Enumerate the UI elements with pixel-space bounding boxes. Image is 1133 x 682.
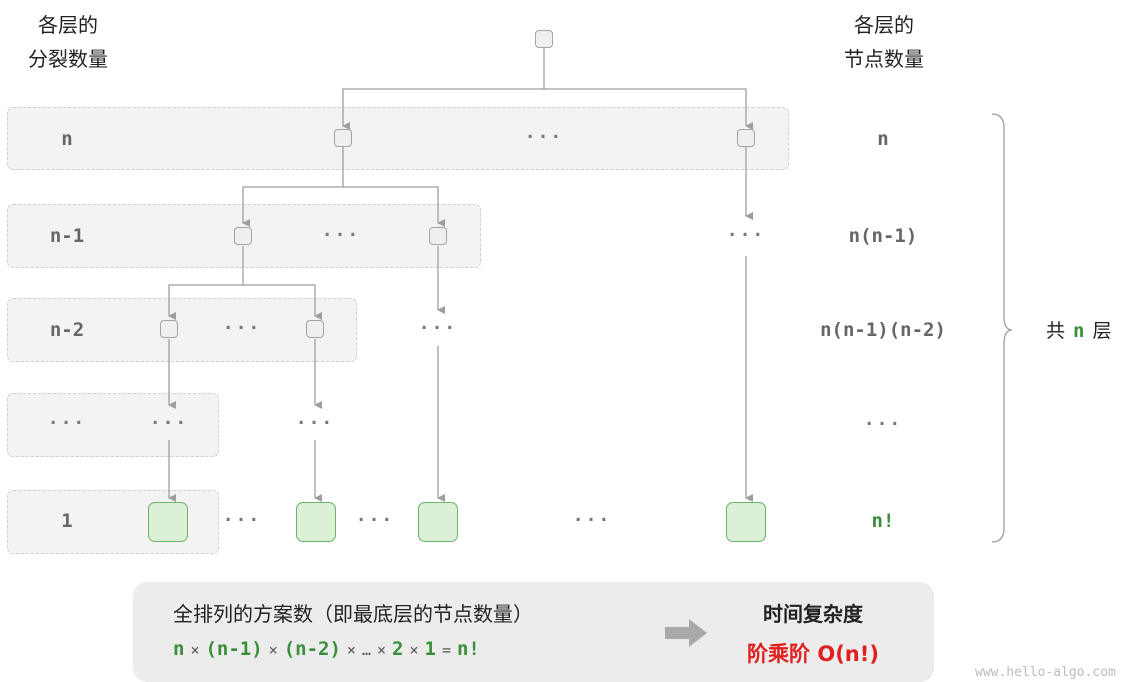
split-count-header-line2: 分裂数量 [28,47,108,71]
count-label-l5: n! [871,510,895,532]
formula-times-4: × [376,641,387,659]
ellipsis-l5-c: ··· [572,509,612,531]
split-label-l4: ··· [47,412,87,434]
node-l2-b [429,227,447,245]
formula-term-3: (n-2) [283,638,341,660]
formula-term-5: 2 [392,638,404,660]
formula-result: n! [456,638,480,660]
formula-term-2: (n-1) [205,638,263,660]
node-l1-b [737,129,755,147]
node-count-header-line2: 节点数量 [844,47,924,71]
level-band-4 [7,393,219,457]
summary-formula: n × (n-1) × (n-2) × … × 2 × 1 = n! [173,638,480,660]
time-complexity-title: 时间复杂度 [763,602,863,626]
ellipsis-l3-a: ··· [222,317,262,339]
ellipsis-l3-b: ··· [418,317,458,339]
edge-l1a-l2b [343,186,445,227]
node-l3-a [160,320,178,338]
leaf-node-4 [726,502,766,542]
level-band-3 [7,298,357,362]
time-complexity-value: 阶乘阶 O(n!) [747,642,879,666]
leaf-node-3 [418,502,458,542]
ellipsis-l2-b: ··· [726,224,766,246]
edge-l2a-l3b [243,284,322,320]
split-label-l5: 1 [61,510,73,532]
watermark: www.hello-algo.com [975,665,1116,680]
node-l3-b [306,320,324,338]
level-band-1 [7,107,789,170]
level-band-5 [7,490,219,554]
split-count-header-line1: 各层的 [38,13,98,37]
node-count-header-line1: 各层的 [854,13,914,37]
split-label-l3: n-2 [49,319,85,341]
total-levels-n: n [1073,320,1085,342]
edge-l2a-l3a [168,246,244,320]
ellipsis-l5-a: ··· [222,509,262,531]
ellipsis-l1: ··· [524,126,564,148]
ellipsis-l4-b: ··· [295,412,335,434]
edge-l1a-l2a [242,147,344,227]
edge-root-l1a [342,48,545,130]
count-label-l2: n(n-1) [848,225,918,247]
ellipsis-l5-b: ··· [355,509,395,531]
formula-times-3: × [346,641,356,659]
leaf-node-2 [296,502,336,542]
total-levels-post: 层 [1092,320,1112,342]
edge-root-l1b [544,88,753,130]
ellipsis-l2-a: ··· [321,224,361,246]
total-levels-pre: 共 [1046,320,1066,342]
right-brace [991,113,1013,543]
formula-times-2: × [268,641,278,659]
count-label-l3: n(n-1)(n-2) [820,319,946,341]
count-label-l4: ··· [863,413,903,435]
formula-term-4: … [361,641,371,659]
leaf-node-1 [148,502,188,542]
formula-times-5: × [409,641,419,659]
node-count-header: 各层的 节点数量 [834,8,934,76]
formula-equals: = [441,641,451,659]
node-l1-a [334,129,352,147]
formula-term-6: 1 [424,638,436,660]
summary-panel: 全排列的方案数（即最底层的节点数量） n×(n-1)×(n-2)×…×2×1=n… [133,582,934,682]
summary-title: 全排列的方案数（即最底层的节点数量） [173,602,533,626]
root-node [535,30,553,48]
count-label-l1: n [877,128,889,150]
right-arrow-icon [665,619,707,647]
formula-times-1: × [190,641,200,659]
split-label-l2: n-1 [49,225,85,247]
node-l2-a [234,227,252,245]
formula-term-1: n [173,638,185,660]
split-count-header: 各层的 分裂数量 [18,8,118,76]
ellipsis-l4-a: ··· [149,412,189,434]
split-label-l1: n [61,128,73,150]
